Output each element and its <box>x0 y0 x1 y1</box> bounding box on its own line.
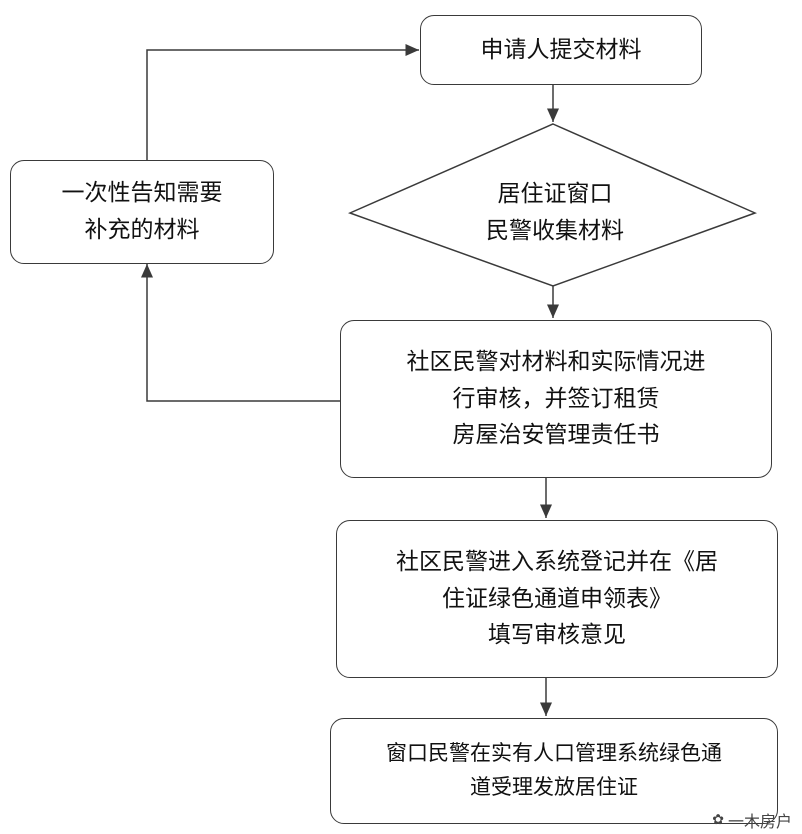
node-text-line: 居住证窗口 <box>497 181 613 208</box>
node-text-line: 社区民警进入系统登记并在《居 <box>396 548 718 575</box>
arrow-notify-to-submit <box>146 44 419 160</box>
node-text-line: 申请人提交材料 <box>480 36 642 63</box>
community-review-box: 社区民警对材料和实际情况进 行审核，并签订租赁 房屋治安管理责任书 <box>340 320 772 478</box>
node-text-line: 民警收集材料 <box>486 218 624 244</box>
node-text-line: 行审核，并签订租赁 <box>452 385 660 412</box>
node-text-line: 道受理发放居住证 <box>470 775 638 799</box>
arrow-review-to-notify <box>141 264 340 402</box>
system-register-box: 社区民警进入系统登记并在《居 住证绿色通道申领表》 填写审核意见 <box>336 520 778 678</box>
node-text-line: 窗口民警在实有人口管理系统绿色通 <box>386 741 722 766</box>
watermark: ✿ 一木房户 <box>712 808 792 832</box>
node-text-line: 一次性告知需要 <box>61 180 223 207</box>
node-text-line: 社区民警对材料和实际情况进 <box>406 348 706 375</box>
node-text-line: 填写审核意见 <box>488 622 626 649</box>
collect-materials-text: 居住证窗口 民警收集材料 <box>360 168 750 258</box>
issue-permit-box: 窗口民警在实有人口管理系统绿色通 道受理发放居住证 <box>330 718 778 824</box>
node-text-line: 房屋治安管理责任书 <box>452 422 660 449</box>
submit-materials-box: 申请人提交材料 <box>420 15 702 85</box>
watermark-text: 一木房户 <box>727 812 792 831</box>
notify-supplement-box: 一次性告知需要 补充的材料 <box>10 160 274 264</box>
wechat-icon: ✿ <box>712 812 724 828</box>
node-text-line: 住证绿色通道申领表》 <box>442 585 672 612</box>
node-text-line: 补充的材料 <box>84 217 200 243</box>
